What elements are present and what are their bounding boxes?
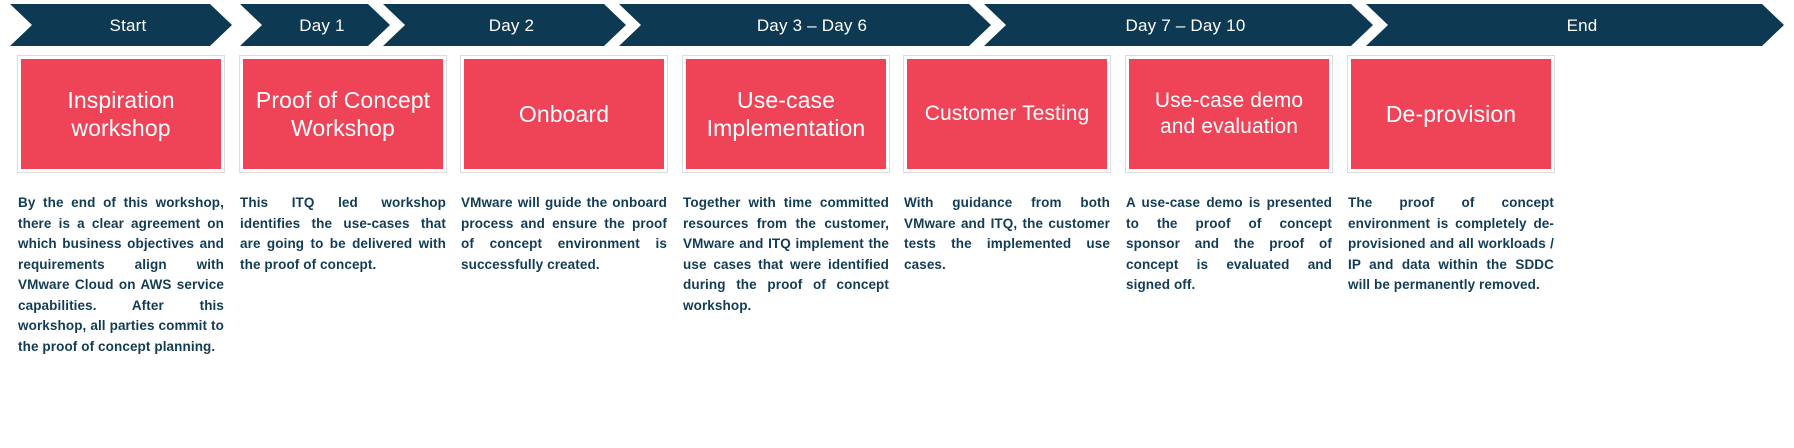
- step-card[interactable]: Use-case Implementation: [682, 55, 890, 173]
- step-title: Inspiration workshop: [67, 86, 175, 141]
- phase-band: Start Day 1 Day 2 Day 3 – Day 6 Day 7 – …: [0, 0, 1794, 50]
- phase-label: Day 2: [488, 15, 535, 35]
- step-title: Proof of Concept Workshop: [255, 86, 431, 141]
- phase-label: Start: [109, 15, 147, 35]
- phase-chevron-day-1[interactable]: Day 1: [240, 4, 390, 46]
- step-column-inspiration-workshop: Inspiration workshop By the end of this …: [17, 55, 225, 448]
- step-description: This ITQ led workshop identifies the use…: [240, 195, 446, 272]
- phase-chevron-start[interactable]: Start: [10, 4, 232, 46]
- step-card[interactable]: Proof of Concept Workshop: [239, 55, 447, 173]
- step-card[interactable]: Inspiration workshop: [17, 55, 225, 173]
- step-card[interactable]: Onboard: [460, 55, 668, 173]
- step-title: Use-case Implementation: [706, 86, 866, 141]
- step-column-de-provision: De-provision The proof of concept enviro…: [1347, 55, 1555, 448]
- step-description: With guidance from both VMware and ITQ, …: [904, 195, 1110, 272]
- step-description: VMware will guide the onboard process an…: [461, 195, 667, 272]
- step-description: The proof of concept environment is comp…: [1348, 195, 1554, 293]
- step-column-proof-of-concept-workshop: Proof of Concept Workshop This ITQ led w…: [239, 55, 447, 448]
- step-card[interactable]: Use-case demo and evaluation: [1125, 55, 1333, 173]
- phase-label: Day 1: [299, 15, 345, 35]
- step-title: Use-case demo and evaluation: [1154, 89, 1304, 138]
- step-card[interactable]: De-provision: [1347, 55, 1555, 173]
- step-title: De-provision: [1385, 100, 1517, 127]
- step-column-use-case-demo-and-evaluation: Use-case demo and evaluation A use-case …: [1125, 55, 1333, 448]
- step-description: By the end of this workshop, there is a …: [18, 195, 224, 354]
- step-column-customer-testing: Customer Testing With guidance from both…: [903, 55, 1111, 448]
- phase-label: End: [1566, 15, 1598, 35]
- step-description: A use-case demo is presented to the proo…: [1126, 195, 1332, 293]
- step-column-use-case-implementation: Use-case Implementation Together with ti…: [682, 55, 890, 448]
- step-column-onboard: Onboard VMware will guide the onboard pr…: [460, 55, 668, 448]
- phase-label: Day 3 – Day 6: [756, 15, 868, 35]
- phase-label: Day 7 – Day 10: [1125, 15, 1246, 35]
- phase-chevron-day-3-6[interactable]: Day 3 – Day 6: [619, 4, 991, 46]
- step-card[interactable]: Customer Testing: [903, 55, 1111, 173]
- step-title: Customer Testing: [924, 102, 1090, 126]
- step-description: Together with time committed resources f…: [683, 195, 889, 313]
- phase-chevron-end[interactable]: End: [1366, 4, 1784, 46]
- step-title: Onboard: [518, 100, 610, 127]
- phase-chevron-day-2[interactable]: Day 2: [383, 4, 626, 46]
- phase-chevron-day-7-10[interactable]: Day 7 – Day 10: [984, 4, 1373, 46]
